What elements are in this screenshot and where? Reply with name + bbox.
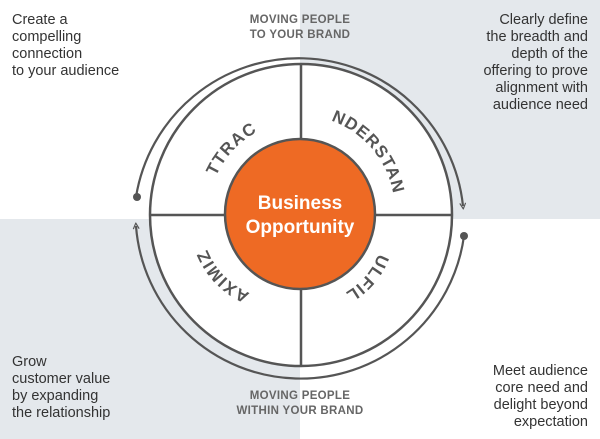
maximize-description: Grow customer value by expanding the rel… bbox=[12, 354, 111, 421]
cycle-arc-bottom bbox=[136, 226, 466, 380]
center-label-line1: Business bbox=[258, 193, 342, 214]
cycle-dot-right bbox=[460, 232, 468, 240]
understand-description: Clearly define the breadth and depth of … bbox=[483, 12, 588, 113]
cycle-arc-top bbox=[134, 57, 463, 206]
attract-description: Create a compelling connection to your a… bbox=[12, 12, 120, 79]
caption-moving-to-brand: MOVING PEOPLE TO YOUR BRAND bbox=[249, 14, 351, 41]
caption-moving-within-brand: MOVING PEOPLE WITHIN YOUR BRAND bbox=[236, 390, 364, 417]
fulfill-description: Meet audience core need and delight beyo… bbox=[492, 363, 588, 430]
cycle-dot-left bbox=[133, 193, 141, 201]
business-opportunity-center bbox=[223, 137, 377, 291]
center-label-line2: Opportunity bbox=[246, 217, 355, 238]
